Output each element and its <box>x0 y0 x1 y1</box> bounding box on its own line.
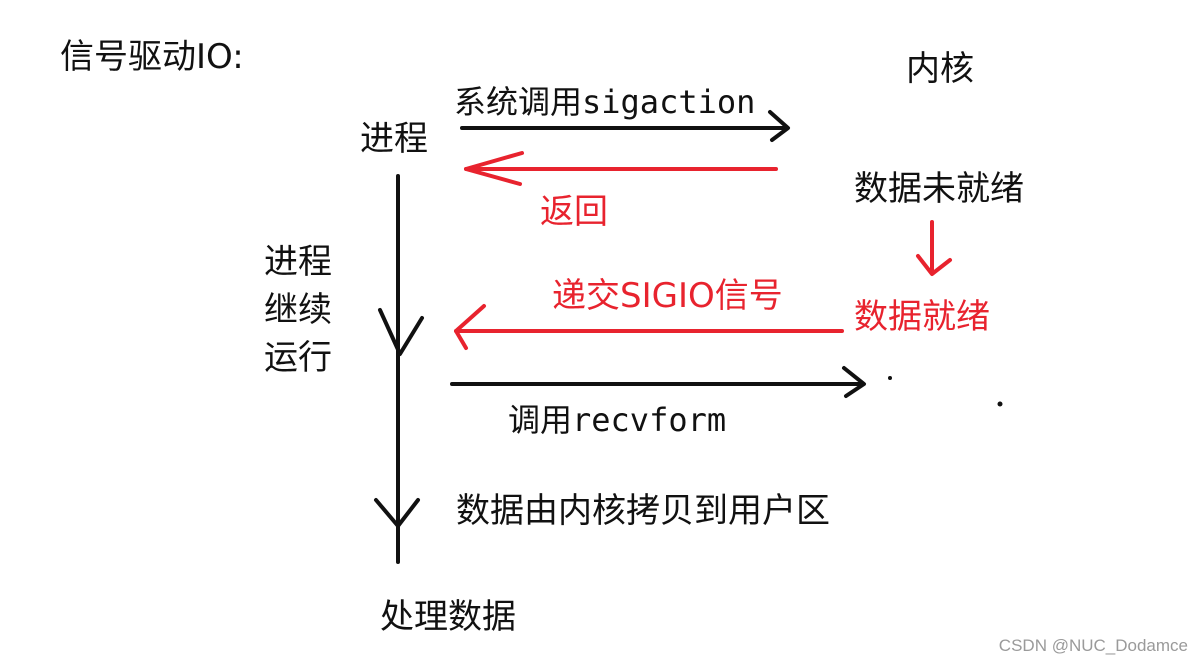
process-timeline <box>374 174 424 564</box>
return-arrow <box>464 151 778 186</box>
stray-dot <box>997 401 1003 407</box>
sigio-arrow <box>454 304 844 350</box>
copy-to-user-label: 数据由内核拷贝到用户区 <box>456 491 830 531</box>
stray-dot <box>888 376 892 380</box>
recvform-label: 调用recvform <box>508 401 727 439</box>
syscall-label: 系统调用sigaction <box>454 83 756 121</box>
data-not-ready-label: 数据未就绪 <box>854 169 1024 209</box>
deliver-sigio-label: 递交SIGIO信号 <box>552 276 783 316</box>
ready-transition-arrow <box>916 220 952 276</box>
data-ready-label: 数据就绪 <box>854 297 990 337</box>
continue-line-1: 进程 <box>264 242 332 282</box>
process-data-label: 处理数据 <box>380 597 516 637</box>
process-continue-label: 进程 继续 运行 <box>264 238 332 382</box>
continue-line-2: 继续 <box>264 290 332 330</box>
watermark: CSDN @NUC_Dodamce <box>998 636 1188 655</box>
continue-line-3: 运行 <box>264 338 332 378</box>
kernel-label: 内核 <box>906 49 974 89</box>
return-label: 返回 <box>540 192 608 232</box>
recvform-arrow <box>450 366 866 398</box>
syscall-arrow <box>460 110 790 142</box>
process-label: 进程 <box>360 119 428 159</box>
diagram-title: 信号驱动IO: <box>60 37 244 77</box>
